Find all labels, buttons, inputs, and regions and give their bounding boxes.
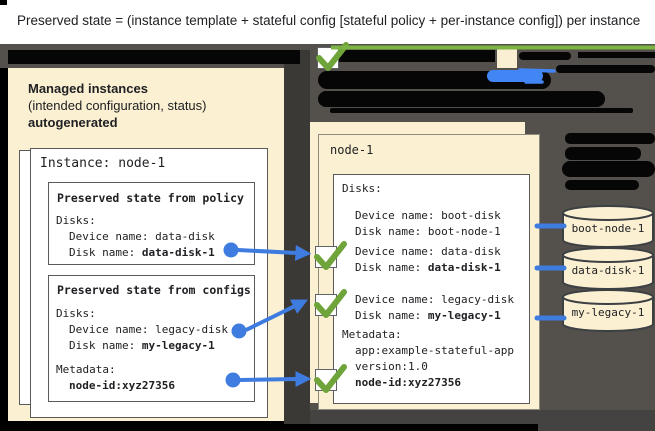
node-title: node-1 — [330, 143, 374, 157]
redacted-bar — [318, 91, 605, 107]
disk-label: data-disk-1 — [572, 264, 645, 277]
checkbox — [314, 364, 347, 393]
redacted-bar — [565, 180, 639, 190]
policy-disks-label: Disks: — [56, 214, 96, 227]
policy-box-title: Preserved state from policy — [57, 191, 244, 205]
policy-state-box — [48, 182, 255, 265]
redacted-bar — [519, 52, 571, 60]
instance-title: Instance: node-1 — [40, 156, 166, 171]
configs-state-box — [48, 275, 255, 402]
legacy-disk-line: Disk name: my-legacy-1 — [355, 308, 501, 323]
metadata-app-line: app:example-stateful-app — [355, 344, 514, 357]
disk-label: my-legacy-1 — [572, 306, 645, 319]
checkbox — [314, 241, 347, 270]
configs-disk-line: Disk name: my-legacy-1 — [69, 338, 215, 353]
redacted-bar — [8, 50, 300, 64]
redacted-bar — [330, 108, 633, 113]
policy-disk-value: data-disk-1 — [141, 246, 215, 259]
autogenerated-label: autogenerated — [28, 115, 118, 130]
redacted-bar — [338, 50, 495, 62]
data-disk-prefix: Disk name: — [355, 261, 428, 274]
checkmark-icon — [316, 42, 349, 71]
legacy-device-line: Device name: legacy-disk — [355, 293, 514, 306]
redacted-bar — [562, 161, 655, 177]
node-disks-box — [333, 174, 530, 404]
title-bar: Preserved state = (instance template + s… — [0, 0, 655, 44]
boot-disk-line: Disk name: boot-node-1 — [355, 225, 501, 238]
configs-disks-label: Disks: — [56, 307, 96, 320]
disk-label: boot-node-1 — [572, 222, 645, 235]
legacy-disk-value: my-legacy-1 — [427, 309, 501, 322]
boot-device-line: Device name: boot-disk — [355, 209, 501, 222]
checkmark-icon — [314, 289, 347, 318]
data-disk-line: Disk name: data-disk-1 — [355, 260, 501, 275]
metadata-version-line: version:1.0 — [355, 360, 428, 373]
configs-disk-value: my-legacy-1 — [141, 339, 215, 352]
managed-instances-heading: Managed instances — [28, 81, 148, 96]
policy-device-line: Device name: data-disk — [69, 230, 215, 243]
diagram-title: Preserved state = (instance template + s… — [17, 13, 641, 28]
redacted-bar — [318, 71, 551, 89]
node-disks-label: Disks: — [342, 182, 382, 195]
disk-cylinder-boot: boot-node-1 — [562, 205, 654, 248]
configs-metadata-label: Metadata: — [56, 363, 116, 376]
redacted-bar — [565, 133, 655, 144]
configs-metadata-value: node-id:xyz27356 — [69, 379, 175, 392]
cream-chip — [497, 48, 517, 68]
background-dark-band — [284, 50, 310, 424]
legacy-disk-prefix: Disk name: — [355, 309, 428, 322]
redacted-bar — [578, 52, 655, 58]
configs-disk-prefix: Disk name: — [69, 339, 142, 352]
checkbox — [314, 289, 347, 318]
data-disk-value: data-disk-1 — [427, 261, 501, 274]
policy-disk-prefix: Disk name: — [69, 246, 142, 259]
disk-cylinder-legacy: my-legacy-1 — [562, 289, 654, 332]
corner-notch — [0, 0, 7, 5]
background-black-edge — [288, 424, 538, 431]
managed-instances-subtitle: (intended configuration, status) — [28, 98, 207, 113]
redacted-bar — [565, 147, 641, 160]
configs-device-line: Device name: legacy-disk — [69, 323, 228, 336]
disk-cylinder-data: data-disk-1 — [562, 247, 654, 290]
checkmark-icon — [314, 364, 347, 393]
metadata-node-line: node-id:xyz27356 — [355, 376, 461, 389]
configs-box-title: Preserved state from configs — [57, 283, 251, 297]
checkbox — [316, 42, 349, 71]
checkmark-icon — [314, 241, 347, 270]
data-device-line: Device name: data-disk — [355, 245, 501, 258]
redacted-bar — [556, 65, 655, 73]
node-metadata-label: Metadata: — [342, 328, 402, 341]
policy-disk-line: Disk name: data-disk-1 — [69, 245, 215, 260]
